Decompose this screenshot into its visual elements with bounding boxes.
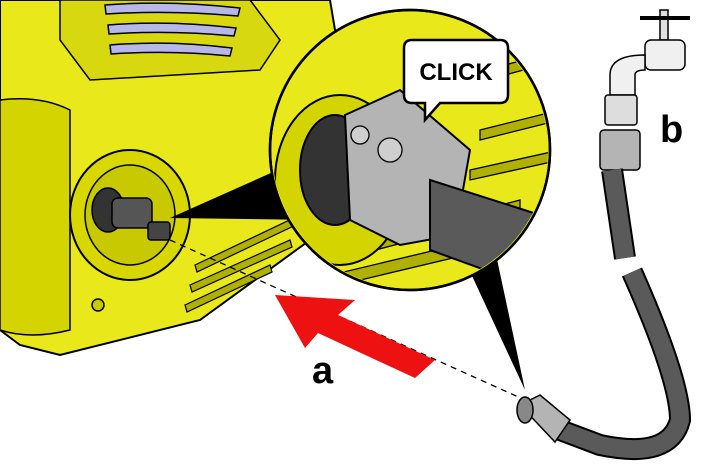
label-b: b [660, 109, 683, 151]
label-a: a [312, 350, 334, 392]
click-label: CLICK [419, 59, 493, 86]
pressure-washer-body [0, 0, 342, 357]
hose-coupling [516, 394, 572, 444]
alignment-guide-line [169, 239, 526, 401]
water-tap [599, 9, 690, 171]
callout-pointer-lower [460, 250, 525, 390]
direction-arrow [275, 295, 435, 378]
garden-hose [556, 168, 692, 461]
click-callout: CLICK [402, 38, 510, 124]
machine-water-inlet [91, 187, 171, 241]
